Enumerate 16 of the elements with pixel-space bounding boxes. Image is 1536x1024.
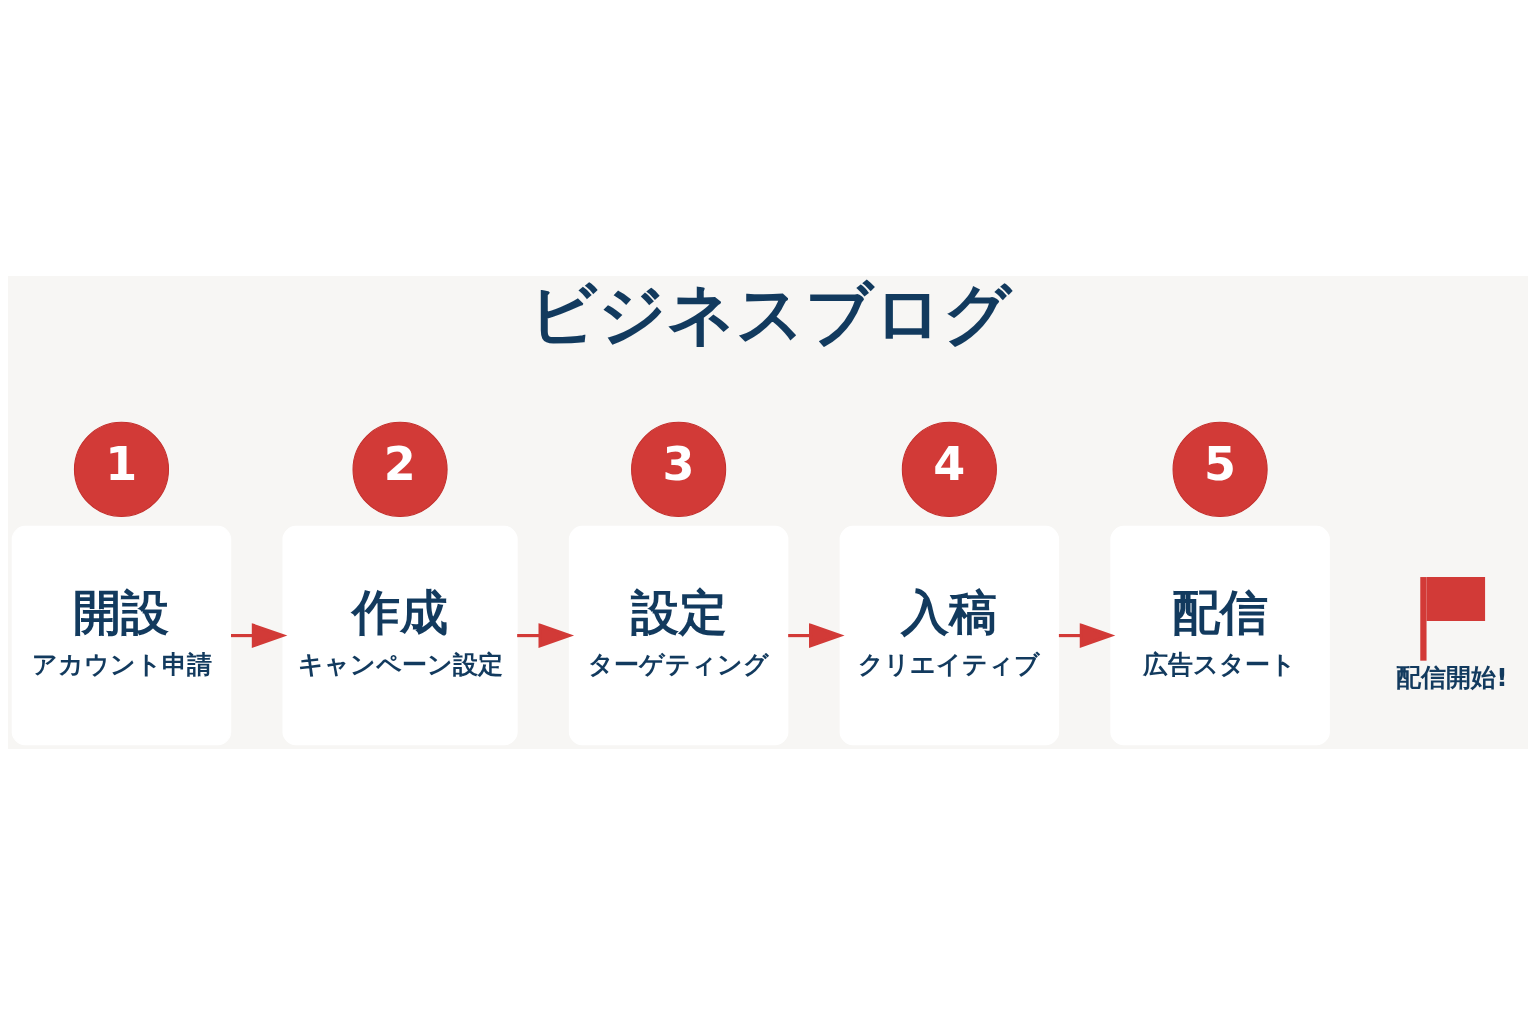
node-circle: 2 bbox=[352, 421, 448, 517]
node-box: 配信 広告スタート bbox=[1110, 525, 1330, 745]
node-label: 配信開始! bbox=[1396, 662, 1508, 692]
node-circle: 5 bbox=[1172, 421, 1268, 517]
arrow bbox=[517, 622, 575, 648]
node-box: 設定 ターゲティング bbox=[568, 525, 789, 745]
node-box: 開設 アカウント申請 bbox=[11, 525, 232, 745]
node-circle: 1 bbox=[73, 421, 170, 517]
arrow bbox=[1058, 622, 1116, 648]
arrow bbox=[231, 622, 288, 648]
node-circle: 3 bbox=[631, 421, 727, 517]
node-box: 入稿 クリエイティブ bbox=[839, 525, 1060, 745]
node-circle: 4 bbox=[901, 421, 997, 517]
diagram-title: ビジネスブログ bbox=[529, 274, 1013, 353]
arrow bbox=[788, 622, 845, 648]
node-box: 作成 キャンペーン設定 bbox=[282, 525, 518, 745]
